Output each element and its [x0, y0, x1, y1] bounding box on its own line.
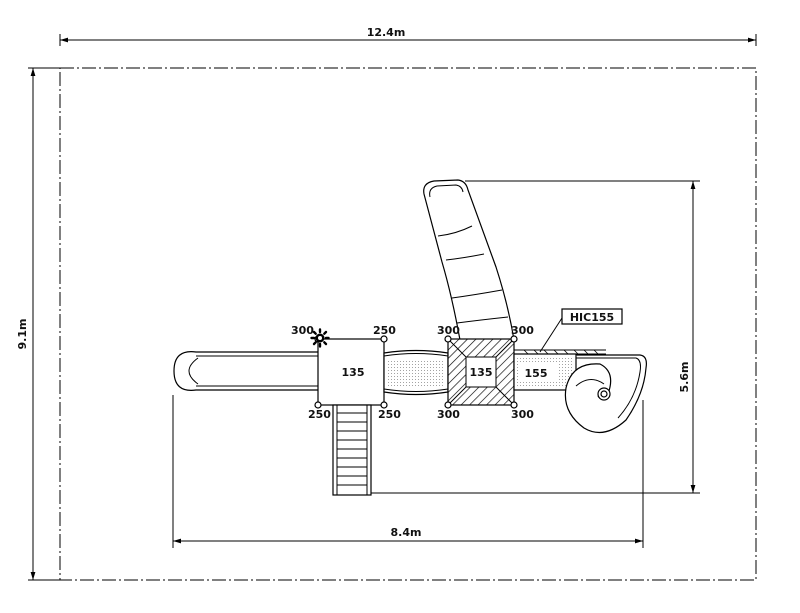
tower-deck-corner-tr: 300 [511, 324, 534, 337]
depth-dimension-label: 5.6m [678, 362, 691, 393]
left-deck-corner-bl: 250 [308, 408, 331, 421]
width-dimension: 12.4m [59, 26, 757, 46]
sun-icon [310, 328, 330, 348]
tower-deck-corner-bl: 300 [437, 408, 460, 421]
height-dimension-label: 9.1m [16, 319, 29, 350]
spiral-slide [564, 354, 647, 434]
bridge [383, 349, 449, 396]
upper-slide [423, 179, 515, 341]
product-callout: HIC155 [539, 308, 623, 353]
height-dimension: 9.1m [16, 67, 60, 581]
left-deck: 135 300 250 250 250 [291, 324, 401, 421]
tower-deck: 135 300 300 300 300 [437, 324, 534, 421]
depth-dimension: 5.6m [371, 180, 700, 494]
left-deck-corner-tl: 300 [291, 324, 314, 337]
right-deck: 155 [513, 349, 606, 391]
span-dimension: 8.4m [172, 395, 644, 548]
tower-deck-height: 135 [470, 366, 493, 379]
right-deck-height: 155 [525, 367, 548, 380]
span-dimension-label: 8.4m [391, 526, 422, 539]
left-deck-corner-tr: 250 [373, 324, 396, 337]
product-code-label: HIC155 [570, 311, 614, 324]
tower-deck-corner-br: 300 [511, 408, 534, 421]
tower-deck-corner-tl: 300 [437, 324, 460, 337]
left-deck-height: 135 [342, 366, 365, 379]
ladder [332, 404, 372, 496]
left-tunnel [173, 351, 323, 391]
width-dimension-label: 12.4m [367, 26, 406, 39]
left-deck-corner-br: 250 [378, 408, 401, 421]
safety-area-boundary [59, 67, 757, 581]
